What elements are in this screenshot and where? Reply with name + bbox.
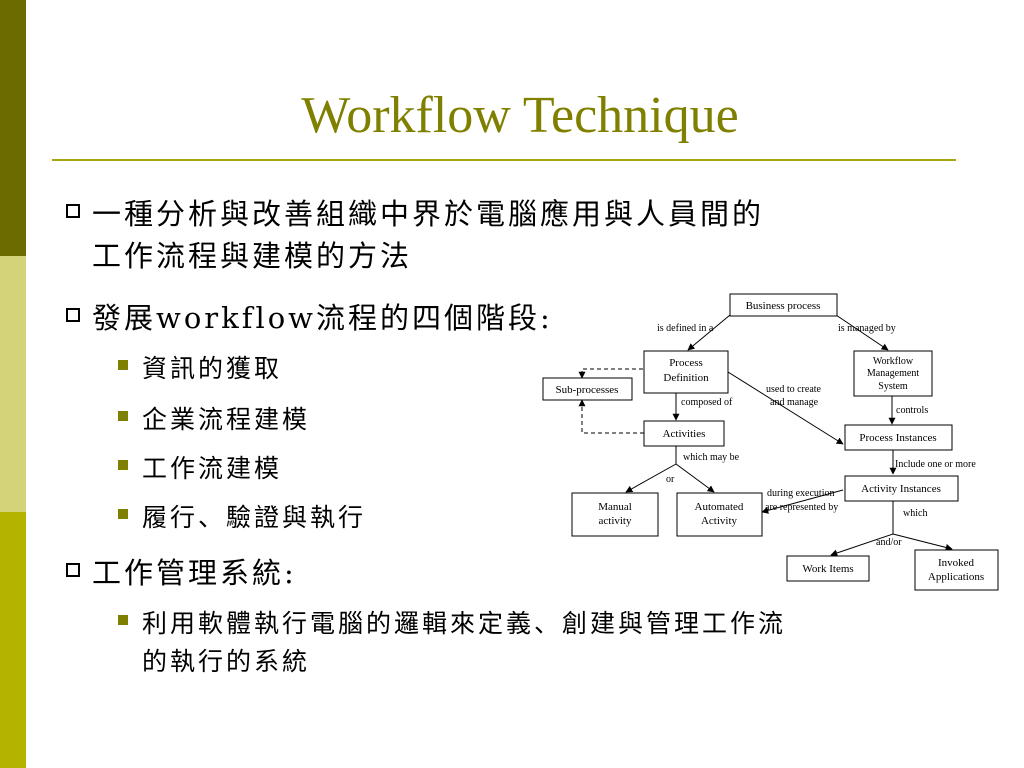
node-activities-label: Activities: [663, 428, 706, 440]
sub-bullet-5-line-1: 利用軟體執行電腦的邏輯來定義、創建與管理工作流: [142, 609, 787, 638]
edge-sub-processes-bottom: [578, 399, 644, 434]
edge-defined-in: [687, 314, 731, 351]
edge-label-during-execution-2: are represented by: [765, 502, 838, 513]
edge-to-work-items: [830, 533, 894, 557]
edge-sub-processes-top: [578, 368, 643, 379]
node-automated-activity: [676, 492, 763, 537]
edge-label-is-managed-by: is managed by: [838, 323, 896, 334]
edge-label-and-or: and/or: [876, 537, 902, 548]
node-automated-activity-label-2: Activity: [701, 515, 738, 527]
edge-label-which: which: [903, 508, 927, 519]
node-activity-instances: [844, 475, 959, 502]
bullet-square-icon: [118, 509, 128, 519]
sub-bullet-1-text: 資訊的獲取: [142, 354, 283, 383]
bullet-square-icon: [118, 615, 128, 625]
edge-label-used-to-create-1: used to create: [766, 384, 822, 395]
node-sub-processes-label: Sub-processes: [556, 384, 619, 396]
node-invoked-applications-label-2: Applications: [928, 571, 984, 583]
stripe-bottom: [0, 512, 26, 768]
node-sub-processes: [542, 377, 633, 401]
bullet-square-icon: [66, 204, 80, 218]
node-process-definition: [643, 350, 729, 394]
node-business-process: [729, 293, 838, 317]
edge-to-automated: [675, 463, 715, 493]
bullet-2: 發展workflow流程的四個階段:: [66, 297, 666, 339]
bullet-square-icon: [118, 360, 128, 370]
bullet-1-text: 一種分析與改善組織中界於電腦應用與人員間的 工作流程與建模的方法: [92, 193, 764, 277]
workflow-diagram: Business process Process Definition Work…: [542, 293, 999, 591]
sub-bullet-3: 工作流建模: [118, 450, 282, 488]
edge-label-include-one-or-more: Include one or more: [895, 459, 976, 470]
edge-label-is-defined-in-a: is defined in a: [657, 323, 714, 334]
bullet-3-text: 工作管理系統:: [92, 556, 297, 590]
node-wfms-label-3: System: [878, 381, 908, 392]
node-manual-activity-label-1: Manual: [598, 501, 632, 513]
edge-to-invoked: [892, 533, 953, 551]
node-process-definition-label-1: Process: [669, 357, 703, 369]
node-process-instances-label: Process Instances: [859, 432, 936, 444]
node-manual-activity-label-2: activity: [599, 515, 632, 527]
bullet-2-text: 發展workflow流程的四個階段:: [92, 301, 553, 335]
node-activity-instances-label: Activity Instances: [861, 483, 941, 495]
sub-bullet-2-text: 企業流程建模: [142, 405, 311, 434]
node-work-items-label: Work Items: [802, 563, 853, 575]
node-activities: [643, 420, 725, 447]
title-rule: [52, 159, 956, 161]
node-wfms-label-2: Management: [867, 368, 919, 379]
edge-label-which-may-be: which may be: [683, 452, 740, 463]
edge-managed-by: [835, 314, 889, 351]
sub-bullet-1: 資訊的獲取: [118, 350, 282, 388]
sub-bullet-5-line-2: 的執行的系統: [142, 647, 311, 676]
edge-label-or: or: [666, 474, 675, 485]
sub-bullet-5: 利用軟體執行電腦的邏輯來定義、創建與管理工作流 的執行的系統: [118, 605, 948, 681]
sub-bullet-4: 履行、驗證與執行: [118, 499, 366, 537]
bullet-square-icon: [66, 563, 80, 577]
slide-title: Workflow Technique: [301, 87, 739, 144]
node-work-items: [786, 555, 870, 582]
stripe-top: [0, 0, 26, 256]
node-process-definition-label-2: Definition: [663, 372, 709, 384]
sub-bullet-3-text: 工作流建模: [142, 454, 283, 483]
edge-label-controls: controls: [896, 405, 928, 416]
bullet-1: 一種分析與改善組織中界於電腦應用與人員間的 工作流程與建模的方法: [66, 193, 946, 277]
node-invoked-applications-label-1: Invoked: [938, 557, 975, 569]
bullet-square-icon: [118, 460, 128, 470]
edge-during-execution: [761, 489, 844, 514]
edge-label-composed-of: composed of: [681, 397, 733, 408]
node-wfms: [853, 350, 933, 397]
bullet-square-icon: [118, 411, 128, 421]
node-business-process-label: Business process: [746, 300, 821, 312]
sub-bullet-4-text: 履行、驗證與執行: [142, 503, 367, 532]
edge-used-to-create: [727, 371, 844, 445]
bullet-square-icon: [66, 308, 80, 322]
bullet-1-line-1: 一種分析與改善組織中界於電腦應用與人員間的: [92, 197, 765, 231]
node-manual-activity: [571, 492, 659, 537]
node-wfms-label-1: Workflow: [873, 356, 914, 367]
edge-label-used-to-create-2: and manage: [770, 397, 819, 408]
stripe-middle: [0, 256, 26, 512]
bullet-3: 工作管理系統:: [66, 552, 666, 594]
sub-bullet-5-text: 利用軟體執行電腦的邏輯來定義、創建與管理工作流 的執行的系統: [142, 605, 786, 681]
node-invoked-applications: [914, 549, 999, 591]
node-automated-activity-label-1: Automated: [695, 501, 744, 513]
edge-to-manual: [625, 463, 677, 493]
bullet-1-line-2: 工作流程與建模的方法: [92, 239, 413, 273]
node-process-instances: [844, 424, 953, 451]
edge-label-during-execution-1: during execution: [767, 488, 834, 499]
sub-bullet-2: 企業流程建模: [118, 401, 310, 439]
